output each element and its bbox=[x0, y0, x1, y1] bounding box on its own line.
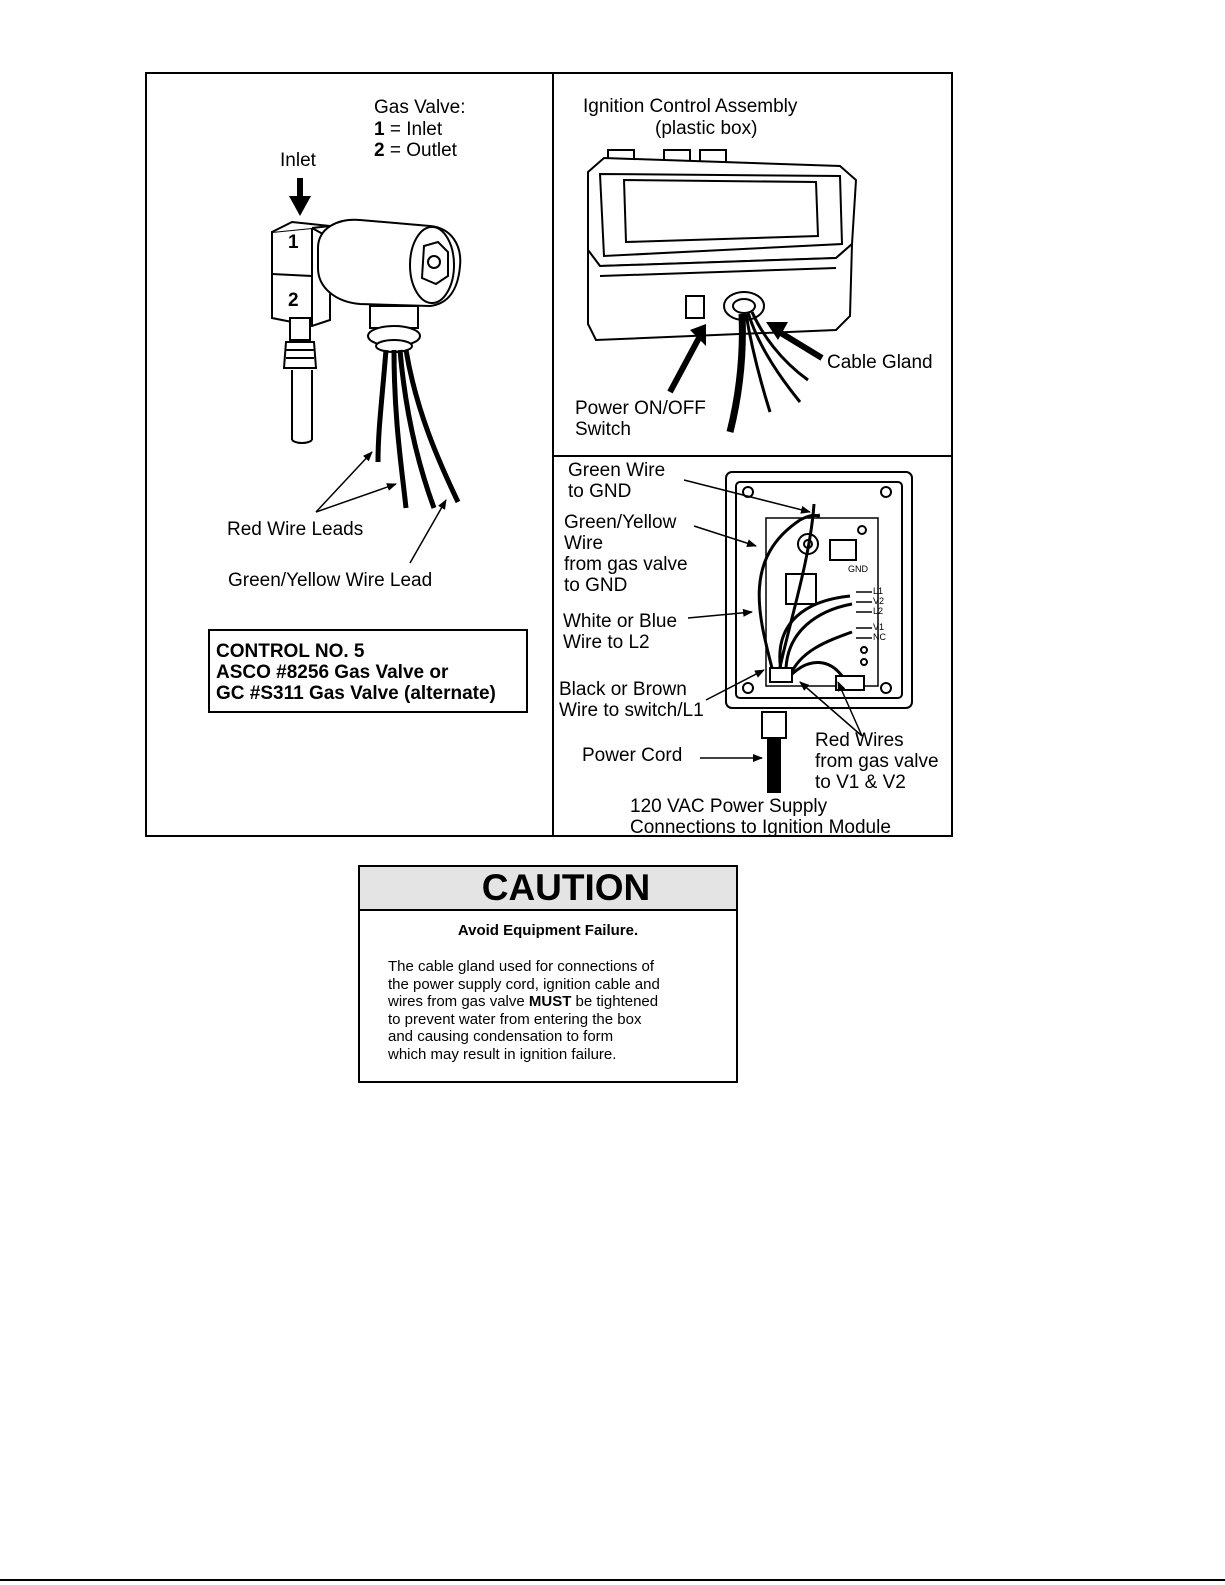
black-brown-wire-pointer bbox=[705, 669, 765, 701]
gas-valve-legend-1: 1 = Inlet bbox=[374, 119, 442, 140]
port-1-label: 1 bbox=[288, 232, 299, 253]
power-switch-pointer-head bbox=[690, 324, 706, 346]
black-brown-wire-label-line1: Black or Brown bbox=[559, 679, 687, 700]
terminal-l2-label: L2 bbox=[873, 606, 884, 616]
cable-gland-label: Cable Gland bbox=[827, 352, 933, 373]
red-wires-pointer-1 bbox=[799, 681, 863, 737]
red-wires-label-line2: from gas valve bbox=[815, 751, 939, 772]
green-wire-label-line1: Green Wire bbox=[568, 460, 666, 481]
control-info-box: CONTROL NO. 5 ASCO #8256 Gas Valve or GC… bbox=[208, 629, 528, 713]
caution-subtitle: Avoid Equipment Failure. bbox=[457, 922, 639, 939]
green-yellow-wire-label-line4: to GND bbox=[564, 575, 628, 596]
green-yellow-wire-pointer bbox=[693, 525, 757, 548]
caution-header: CAUTION bbox=[360, 867, 736, 911]
terminal-gnd-label: GND bbox=[848, 564, 868, 574]
green-yellow-lead-pointer bbox=[409, 499, 447, 564]
module-caption-line1: 120 VAC Power Supply bbox=[630, 796, 828, 817]
caution-line-6: which may result in ignition failure. bbox=[388, 1045, 617, 1063]
red-lead-pointer-1 bbox=[315, 451, 373, 513]
power-switch-label-line2: Switch bbox=[575, 419, 631, 440]
caution-line-3: wires from gas valve MUST be tightened bbox=[388, 993, 728, 1011]
power-cord-label: Power Cord bbox=[582, 745, 683, 766]
ignition-module-illustration bbox=[725, 471, 913, 793]
caution-box: CAUTION Avoid Equipment Failure. The cab… bbox=[358, 865, 738, 1083]
caution-line-3-post: be tightened bbox=[571, 993, 659, 1011]
terminal-v1-label: V1 bbox=[873, 622, 885, 632]
red-wire-leads-label: Red Wire Leads bbox=[227, 519, 364, 540]
legend-2-number: 2 bbox=[374, 140, 385, 161]
red-wires-label-line1: Red Wires bbox=[815, 730, 904, 751]
green-yellow-wire-label-line2: Wire bbox=[564, 533, 604, 554]
port-2-label: 2 bbox=[288, 290, 299, 311]
gas-valve-legend-title: Gas Valve: bbox=[374, 97, 466, 118]
module-caption-line2: Connections to Ignition Module bbox=[630, 817, 891, 838]
page-bottom-rule bbox=[0, 1579, 1225, 1581]
legend-2-text: = Outlet bbox=[384, 140, 457, 161]
power-switch-label-line1: Power ON/OFF bbox=[575, 398, 706, 419]
inlet-label: Inlet bbox=[280, 150, 316, 171]
legend-1-text: = Inlet bbox=[384, 119, 443, 140]
legend-1-number: 1 bbox=[374, 119, 385, 140]
control-valve-alternate: GC #S311 Gas Valve (alternate) bbox=[216, 683, 496, 704]
ignition-assembly-subtitle: (plastic box) bbox=[655, 118, 758, 139]
caution-line-2: the power supply cord, ignition cable an… bbox=[388, 975, 660, 993]
terminal-nc-label: NC bbox=[873, 632, 886, 642]
red-wires-pointer-2 bbox=[837, 681, 863, 737]
caution-line-3-pre: wires from gas valve bbox=[388, 993, 529, 1011]
green-yellow-lead-label: Green/Yellow Wire Lead bbox=[228, 570, 433, 591]
red-wires-label-line3: to V1 & V2 bbox=[815, 772, 906, 793]
power-switch-pointer bbox=[667, 334, 703, 394]
cable-gland-pointer bbox=[774, 327, 824, 361]
green-wire-pointer bbox=[683, 479, 811, 514]
caution-must: MUST bbox=[528, 993, 572, 1011]
red-lead-pointer-2 bbox=[315, 483, 397, 513]
gas-valve-legend-2: 2 = Outlet bbox=[374, 140, 457, 161]
green-yellow-wire-label-line3: from gas valve bbox=[564, 554, 688, 575]
caution-line-4: to prevent water from entering the box bbox=[388, 1010, 642, 1028]
ignition-box-illustration bbox=[587, 149, 858, 433]
control-valve-primary: ASCO #8256 Gas Valve or bbox=[216, 662, 449, 683]
control-number: CONTROL NO. 5 bbox=[216, 641, 365, 662]
caution-line-5: and causing condensation to form bbox=[388, 1028, 614, 1046]
diagram-frame bbox=[145, 72, 953, 837]
green-wire-label-line2: to GND bbox=[568, 481, 632, 502]
terminal-l1-label: L1 bbox=[873, 586, 884, 596]
caution-title: CAUTION bbox=[481, 867, 651, 908]
white-blue-wire-label-line1: White or Blue bbox=[563, 611, 678, 632]
green-yellow-wire-label-line1: Green/Yellow bbox=[564, 512, 677, 533]
cable-gland-pointer-head bbox=[766, 322, 788, 340]
white-blue-wire-label-line2: Wire to L2 bbox=[563, 632, 650, 653]
white-blue-wire-pointer bbox=[687, 608, 753, 619]
terminal-v2-label: V2 bbox=[873, 596, 885, 606]
gas-valve-illustration bbox=[271, 178, 462, 509]
caution-body: The cable gland used for connections of … bbox=[388, 958, 728, 1064]
caution-line-1: The cable gland used for connections of bbox=[388, 958, 655, 975]
ignition-assembly-title: Ignition Control Assembly bbox=[583, 96, 798, 117]
black-brown-wire-label-line2: Wire to switch/L1 bbox=[559, 700, 704, 721]
